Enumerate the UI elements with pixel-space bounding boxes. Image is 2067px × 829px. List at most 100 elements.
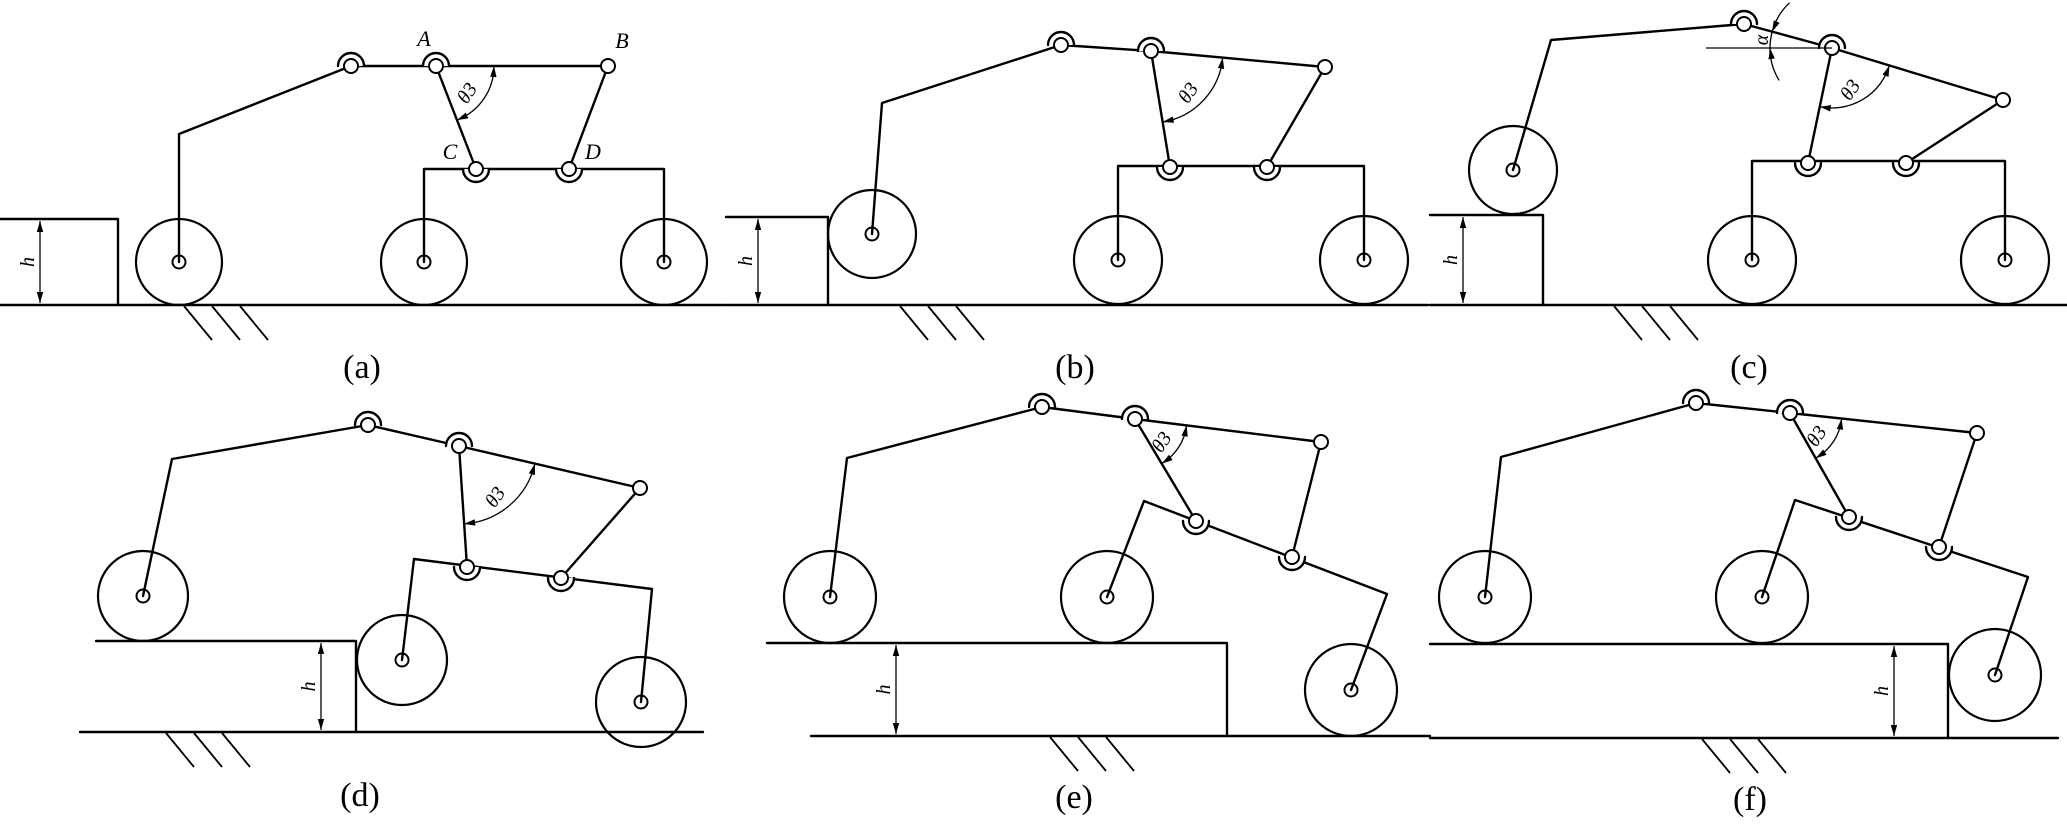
hatch-line bbox=[183, 305, 213, 341]
joint-B bbox=[1317, 59, 1333, 75]
joint-D bbox=[1931, 539, 1947, 555]
ground-hatch-icon bbox=[899, 305, 985, 341]
wheel bbox=[826, 188, 918, 280]
joint-B bbox=[632, 480, 648, 496]
wheels bbox=[1437, 549, 2043, 723]
arrowhead bbox=[1882, 65, 1890, 77]
wheel bbox=[355, 613, 449, 707]
front-leg bbox=[828, 405, 1044, 599]
label-C: C bbox=[443, 139, 458, 164]
panel-caption: (f) bbox=[1733, 781, 1767, 818]
panel-b: h θ3 (b) bbox=[724, 30, 1430, 386]
height-dimension: h bbox=[1871, 646, 1898, 736]
hatch-line bbox=[1641, 305, 1671, 341]
linkage: θ3 bbox=[1483, 388, 2030, 677]
arrowhead bbox=[1836, 418, 1844, 430]
height-label: h bbox=[298, 682, 320, 692]
height-label: h bbox=[735, 256, 757, 266]
hatch-line bbox=[1049, 736, 1079, 772]
joint-D bbox=[553, 570, 569, 586]
angle-label: θ3 bbox=[453, 79, 482, 108]
hatch-line bbox=[1729, 738, 1759, 774]
hatch-line bbox=[927, 305, 957, 341]
height-label: h bbox=[1440, 255, 1462, 265]
front-leg bbox=[870, 43, 1063, 236]
arrowhead bbox=[317, 643, 325, 654]
hatch-line bbox=[193, 732, 223, 768]
link-AB bbox=[1133, 417, 1323, 444]
ground-hatch-icon bbox=[1613, 305, 1699, 341]
label-A: A bbox=[415, 26, 431, 51]
hatch-line bbox=[1701, 738, 1731, 774]
step-obstacle bbox=[1428, 642, 1950, 740]
wheels bbox=[96, 549, 688, 749]
arrowhead bbox=[528, 463, 535, 476]
arrowhead bbox=[1161, 454, 1173, 464]
terrain: h bbox=[78, 639, 705, 768]
hip-joint bbox=[343, 58, 359, 74]
hatch-line bbox=[1757, 738, 1787, 774]
arrowhead bbox=[464, 519, 476, 526]
joint-C bbox=[459, 559, 475, 575]
angle-theta3: θ3 bbox=[1802, 418, 1844, 459]
height-label: h bbox=[1871, 686, 1893, 696]
angle-arc bbox=[1769, 2, 1790, 81]
wheel bbox=[1059, 549, 1155, 645]
hatch-line bbox=[1613, 305, 1643, 341]
joint-B bbox=[1313, 434, 1329, 450]
link-BD bbox=[1937, 431, 1979, 549]
body-link bbox=[1059, 43, 1153, 53]
angle-label: θ3 bbox=[1802, 422, 1831, 451]
joint-A bbox=[1143, 43, 1159, 59]
panel-caption: (b) bbox=[1055, 349, 1095, 386]
arrowhead bbox=[1772, 20, 1780, 32]
step-obstacle bbox=[94, 639, 358, 734]
front-leg bbox=[141, 423, 370, 598]
linkage: θ3 bbox=[870, 30, 1366, 262]
bogie bbox=[1750, 159, 2007, 262]
joint-C bbox=[1188, 513, 1204, 529]
arrowhead bbox=[1768, 48, 1775, 60]
link-AC bbox=[1149, 49, 1172, 169]
angle-label: θ3 bbox=[481, 483, 510, 512]
front-leg bbox=[177, 64, 353, 264]
arrowhead bbox=[1459, 217, 1467, 228]
hip-joint bbox=[1736, 16, 1752, 32]
panel-caption: (a) bbox=[343, 349, 381, 386]
ground-hatch-icon bbox=[183, 305, 269, 341]
link-AB bbox=[457, 444, 642, 490]
arrowhead bbox=[1890, 725, 1898, 736]
arrowhead bbox=[317, 719, 325, 730]
hatch-line bbox=[165, 732, 195, 768]
arrowhead bbox=[1181, 425, 1188, 437]
link-AC bbox=[457, 444, 469, 569]
panel-e: hθ3(e) bbox=[765, 392, 1432, 816]
label-D: D bbox=[584, 139, 601, 164]
hatch-line bbox=[239, 305, 269, 341]
bogie bbox=[1105, 499, 1389, 692]
angle-theta3: θ3 bbox=[464, 463, 536, 526]
front-leg bbox=[1483, 401, 1698, 599]
step-obstacle bbox=[0, 217, 120, 307]
wheel bbox=[782, 549, 878, 645]
arrowhead bbox=[892, 645, 900, 656]
step-obstacle bbox=[724, 215, 830, 307]
link-AB bbox=[1788, 411, 1979, 435]
height-dimension: h bbox=[735, 219, 762, 303]
angle-theta3: θ3 bbox=[453, 65, 497, 121]
joint-D bbox=[1898, 155, 1914, 171]
wheel bbox=[1437, 549, 1533, 645]
terrain: h bbox=[1428, 642, 2060, 774]
joint-B bbox=[600, 58, 616, 74]
joint-D bbox=[1259, 159, 1275, 175]
hip-joint bbox=[1034, 399, 1050, 415]
front-leg bbox=[1511, 22, 1746, 172]
arrowhead bbox=[1162, 116, 1175, 123]
arrowhead bbox=[754, 219, 762, 230]
ground-hatch-icon bbox=[1701, 738, 1787, 774]
arrowhead bbox=[1890, 646, 1898, 657]
joint-B bbox=[1969, 425, 1985, 441]
joint-A bbox=[451, 438, 467, 454]
